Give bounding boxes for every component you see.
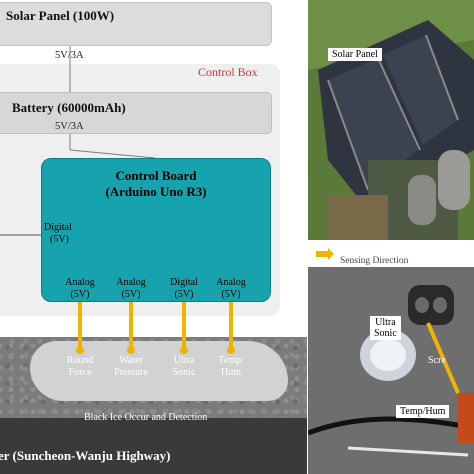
sensor-road-photo-art	[308, 243, 474, 474]
port-4-type: Analog	[216, 277, 246, 288]
port-4-voltage: (5V)	[221, 289, 241, 300]
port-3-type: Digital	[170, 277, 198, 288]
sensor-1-label: Round Force	[58, 355, 102, 379]
port-2-type: Analog	[116, 277, 146, 288]
port-2-voltage: (5V)	[121, 289, 141, 300]
port-4: Analog (5V)	[213, 277, 249, 301]
ultra-sonic-photo-label: Ultra Sonic	[370, 316, 401, 340]
ultra-sonic-photo-line-2: Sonic	[374, 328, 397, 339]
sensor-4-label: Temp/ Hum	[209, 355, 253, 379]
ultra-sonic-photo-line-1: Ultra	[375, 317, 396, 328]
port-3-voltage: (5V)	[174, 289, 194, 300]
board-title-line-2: (Arduino Uno R3)	[105, 184, 207, 199]
black-ice-caption: Black Ice Occur and Detection	[84, 412, 208, 423]
highway-band	[0, 418, 307, 474]
control-box-label: Control Box	[198, 65, 258, 79]
solar-panel-label: Solar Panel (100W)	[6, 8, 115, 23]
sensor-2-line-2: Pressure	[114, 367, 148, 378]
sensor-1-line-2: Force	[68, 367, 92, 378]
black-ice-area	[30, 341, 288, 401]
sensor-1-line-1: Round	[66, 355, 94, 366]
sensor-4-line-1: Temp/	[218, 355, 244, 366]
wire-2	[129, 302, 133, 350]
port-1: Analog (5V)	[62, 277, 98, 301]
battery-box	[0, 92, 272, 134]
sensor-node-3	[180, 346, 188, 354]
digital-left-line-1: Digital	[44, 222, 72, 233]
sensing-direction-legend: Sensing Direction	[340, 256, 409, 266]
sensor-3-line-1: Ultra	[173, 355, 195, 366]
sensor-3-line-2: Sonic	[172, 367, 196, 378]
sensor-4-line-2: Hum	[221, 367, 241, 378]
battery-label: Battery (60000mAh)	[12, 100, 126, 115]
solar-panel-photo: Solar Panel	[308, 0, 474, 240]
port-3: Digital (5V)	[166, 277, 202, 301]
wire-4	[229, 302, 233, 350]
digital-left-line-2: (5V)	[50, 234, 69, 245]
wire-1	[78, 302, 82, 350]
solar-panel-box	[0, 2, 272, 46]
sensor-2-line-1: Water	[119, 355, 143, 366]
screw-photo-label: Scre	[428, 355, 446, 366]
sensor-road-photo: Sensing Direction Ultra Sonic Scre Temp/…	[308, 243, 474, 474]
control-board-box	[41, 158, 271, 302]
sensor-2-label: Water Pressure	[109, 355, 153, 379]
sensor-node-2	[127, 346, 135, 354]
battery-to-board-line-b	[69, 149, 156, 159]
port-1-voltage: (5V)	[70, 289, 90, 300]
sensor-3-label: Ultra Sonic	[162, 355, 206, 379]
power-spec-2: 5V/3A	[55, 121, 84, 132]
board-title-line-1: Control Board	[115, 168, 197, 183]
solar-panel-photo-art	[308, 0, 474, 240]
port-2: Analog (5V)	[113, 277, 149, 301]
digital-left-port: Digital (5V)	[44, 222, 72, 246]
solar-panel-photo-label: Solar Panel	[328, 48, 382, 61]
power-spec-1: 5V/3A	[55, 50, 84, 61]
sensor-node-4	[227, 346, 235, 354]
wire-3	[182, 302, 186, 350]
highway-caption: er (Suncheon-Wanju Highway)	[0, 448, 171, 463]
port-1-type: Analog	[65, 277, 95, 288]
temp-hum-photo-label: Temp/Hum	[396, 405, 450, 418]
sensor-node-1	[76, 346, 84, 354]
photo-divider	[308, 240, 474, 243]
